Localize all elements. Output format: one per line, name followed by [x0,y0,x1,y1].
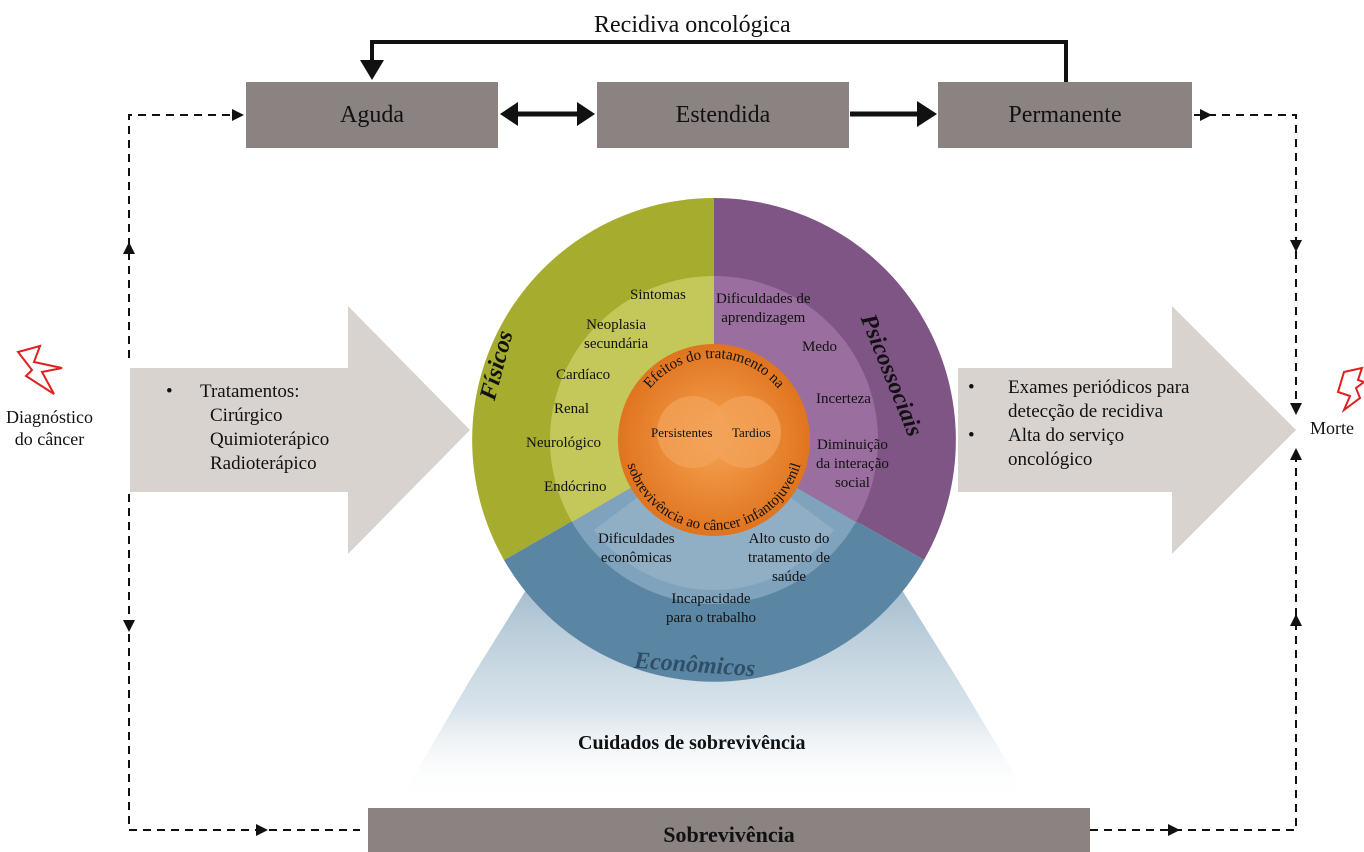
center-persistentes: Persistentes [651,425,713,440]
recidiva-arrowhead [360,60,384,80]
followup-item: Alta do serviço [1008,425,1125,446]
psico-item-line: aprendizagem [721,310,806,326]
followup-item-cont: oncológico [1008,449,1093,470]
econ-item-line: para o trabalho [666,610,756,626]
recidiva-arrow [370,40,1068,82]
diagnosis-line1: Diagnóstico [6,407,93,427]
death-label: Morte [1310,418,1354,438]
followup-arrow-shape [958,306,1296,554]
fisicos-item: Renal [554,401,589,417]
lightning-icon-left [16,344,63,395]
psico-item: Diminuição da interação social [816,436,889,493]
diagnosis-line2: do câncer [14,429,85,449]
econ-item-line: Incapacidade [671,591,751,607]
psico-item: Incerteza [816,391,871,407]
phase-aguda: Aguda [246,82,498,148]
econ-item-line: tratamento de [748,550,831,566]
right-dashed-path [1090,114,1297,831]
fisicos-item: Neurológico [526,435,601,451]
econ-item: Incapacidade para o trabalho [666,590,756,628]
treatment-arrow-shape [130,306,470,554]
phase-permanente: Permanente [938,82,1192,148]
followup-item-cont: detecção de recidiva [1008,401,1164,422]
lightning-icon-right [1336,366,1364,414]
econ-item: Dificuldades econômicas [598,530,675,568]
followup-list: •Exames periódicos para detecção de reci… [968,377,1190,470]
survival-bar: Sobrevivência [663,822,795,847]
fisicos-item: Cardíaco [556,367,611,383]
econ-item-line: saúde [771,569,807,585]
fisicos-item-line: Neoplasia [586,317,647,333]
psico-item-line: Dificuldades de [716,291,811,307]
phase-estendida: Estendida [597,82,849,148]
care-label: Cuidados de sobrevivência [578,732,806,754]
econ-item-line: Dificuldades [598,531,675,547]
diagnosis-label: Diagnóstico do câncer [6,406,93,450]
psico-item: Medo [802,339,837,355]
treatment-item: Radioterápico [210,453,317,474]
psico-item-line: social [834,475,870,491]
psico-item: Dificuldades de aprendizagem [716,290,811,328]
econ-item: Alto custo do tratamento de saúde [748,530,830,587]
psico-item-line: Diminuição [817,437,888,453]
fisicos-item: Endócrino [544,479,607,495]
fisicos-item-line: secundária [584,336,649,352]
treatment-list: •Tratamentos: Cirúrgico Quimioterápico R… [166,381,330,474]
econ-item-line: Alto custo do [748,531,830,547]
left-dashed-path [128,114,360,831]
treatment-heading: Tratamentos: [200,381,300,402]
survival-bar-shape [368,808,1090,852]
center-tardios: Tardios [732,425,771,440]
recidiva-label: Recidiva oncológica [594,12,791,38]
fisicos-item: Neoplasia secundária [584,316,648,354]
fisicos-item: Sintomas [630,287,686,303]
treatment-item: Quimioterápico [210,429,330,450]
psico-item-line: da interação [816,456,889,472]
econ-item-line: econômicas [600,550,672,566]
treatment-item: Cirúrgico [210,405,283,426]
followup-item: Exames periódicos para [1008,377,1190,398]
